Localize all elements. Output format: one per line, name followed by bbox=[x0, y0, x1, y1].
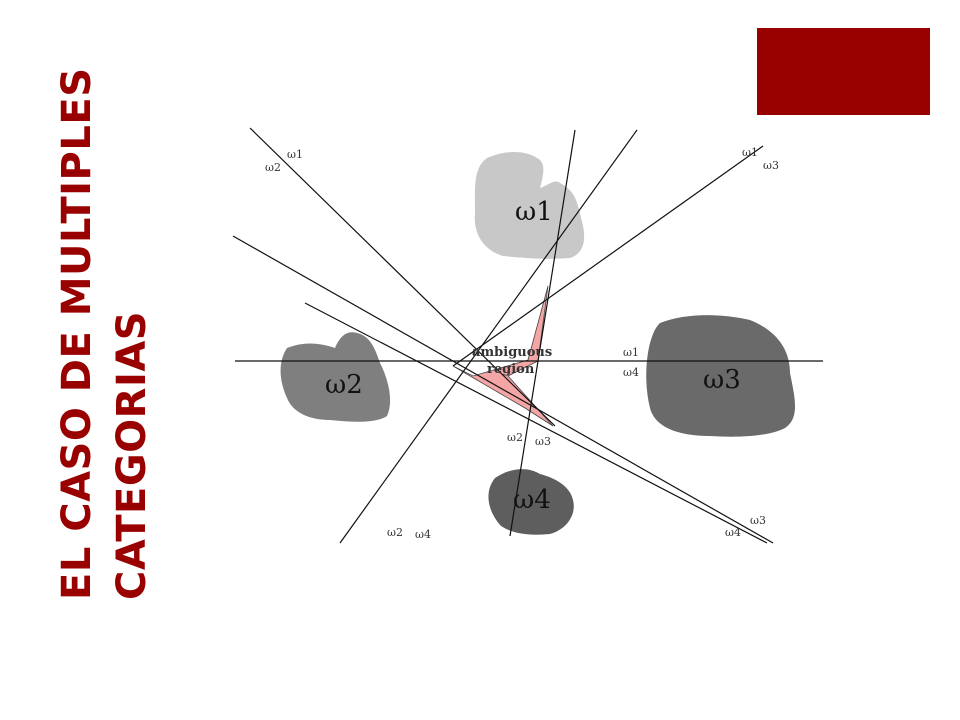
label-omega2: ω2 bbox=[325, 370, 363, 400]
line-label-top-right-a: ω1 bbox=[742, 146, 758, 159]
accent-block bbox=[757, 28, 930, 115]
line-label-center-bottom-a: ω2 bbox=[507, 431, 523, 444]
title-line-1: EL CASO DE MULTIPLES bbox=[54, 67, 100, 601]
line-label-top-left-a: ω1 bbox=[287, 148, 303, 161]
line-label-bottom-left-b: ω4 bbox=[415, 528, 431, 541]
title-line-2: CATEGORIAS bbox=[109, 310, 155, 600]
line-label-top-right-b: ω3 bbox=[763, 159, 779, 172]
decision-boundaries bbox=[232, 127, 823, 544]
ambiguous-label-line1: ambiguous bbox=[472, 345, 552, 360]
boundary-omega2-omega3 bbox=[232, 235, 774, 544]
region-omega4-blob bbox=[488, 469, 574, 535]
line-label-right-mid-a: ω1 bbox=[623, 346, 639, 359]
line-label-center-bottom-b: ω3 bbox=[535, 435, 551, 448]
line-label-top-left-b: ω2 bbox=[265, 161, 281, 174]
line-label-bottom-left-a: ω2 bbox=[387, 526, 403, 539]
region-omega1-blob bbox=[474, 152, 585, 259]
line-label-bottom-right-b: ω4 bbox=[725, 526, 741, 539]
ambiguous-label-line2: region bbox=[487, 362, 535, 377]
boundary-omega2-omega4 bbox=[339, 129, 638, 544]
label-omega1: ω1 bbox=[515, 197, 553, 227]
boundary-omega3-omega4-steep bbox=[509, 129, 576, 537]
line-label-right-mid-b: ω4 bbox=[623, 366, 639, 379]
region-omega3-blob bbox=[646, 315, 795, 437]
boundary-omega3-omega4 bbox=[304, 302, 768, 544]
label-omega3: ω3 bbox=[703, 365, 741, 395]
boundary-omega1-omega2 bbox=[249, 127, 556, 427]
decision-regions-diagram: ω1 ω2 ω3 ω4 ambiguous region ω1 ω2 ω1 ω3… bbox=[232, 127, 823, 544]
boundary-omega1-omega3 bbox=[452, 145, 764, 367]
ambiguous-region-shape bbox=[452, 285, 554, 427]
line-label-bottom-right-a: ω3 bbox=[750, 514, 766, 527]
slide-title: EL CASO DE MULTIPLES CATEGORIAS bbox=[50, 67, 160, 601]
label-omega4: ω4 bbox=[513, 485, 551, 515]
region-omega2-blob bbox=[280, 332, 391, 422]
